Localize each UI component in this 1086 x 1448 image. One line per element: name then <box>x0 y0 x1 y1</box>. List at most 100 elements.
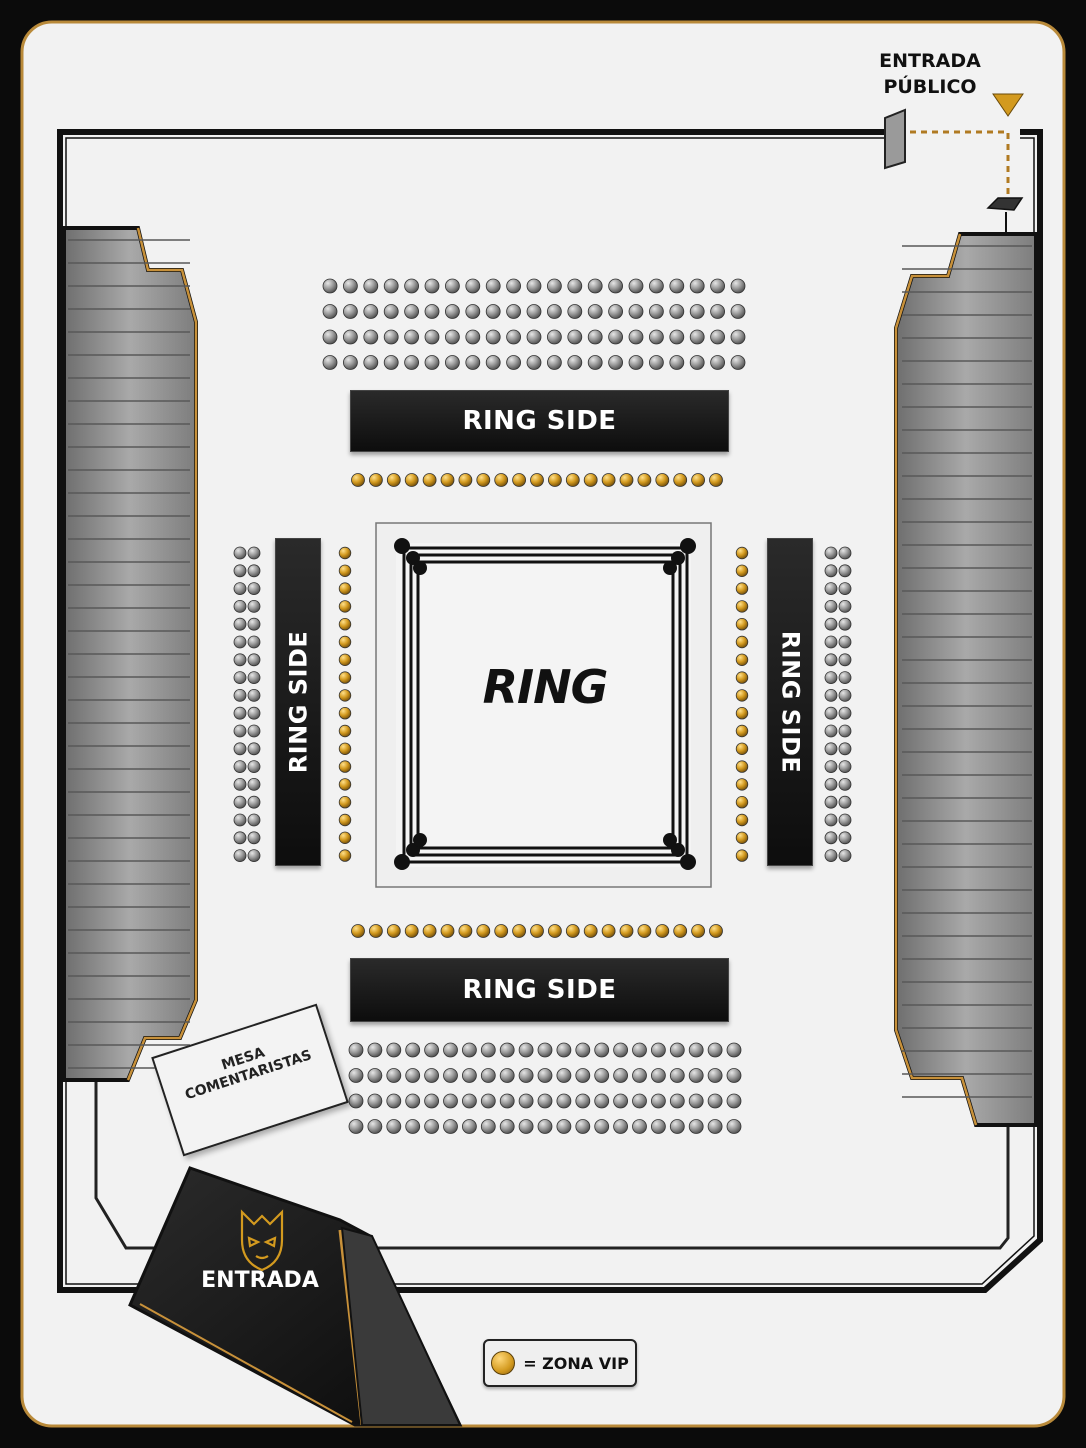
seat[interactable] <box>575 1042 591 1058</box>
seat[interactable] <box>575 1068 591 1083</box>
vip-seat[interactable] <box>565 473 580 487</box>
vip-seat[interactable] <box>458 473 473 487</box>
seat[interactable] <box>824 689 838 702</box>
seat[interactable] <box>689 355 705 370</box>
seat[interactable] <box>594 1093 610 1109</box>
vip-seat[interactable] <box>601 924 616 938</box>
seat[interactable] <box>547 355 562 370</box>
seat[interactable] <box>405 1093 421 1109</box>
seat[interactable] <box>367 1093 383 1109</box>
seat[interactable] <box>669 304 685 319</box>
vip-seat[interactable] <box>548 924 562 938</box>
seat[interactable] <box>628 355 644 370</box>
seat[interactable] <box>838 724 852 738</box>
vip-seat[interactable] <box>565 924 580 938</box>
vip-seat[interactable] <box>512 924 526 938</box>
vip-seat[interactable] <box>338 635 352 649</box>
seat[interactable] <box>575 1093 591 1109</box>
ring-side-top[interactable]: RING SIDE <box>350 390 729 452</box>
seat[interactable] <box>556 1093 572 1109</box>
seat[interactable] <box>710 304 725 319</box>
seat[interactable] <box>383 329 399 345</box>
vip-seat[interactable] <box>494 473 509 487</box>
seat[interactable] <box>537 1042 553 1058</box>
seat[interactable] <box>824 813 838 827</box>
vip-seat[interactable] <box>476 924 491 938</box>
seat[interactable] <box>233 813 247 827</box>
vip-seat[interactable] <box>338 831 352 845</box>
seat[interactable] <box>628 329 644 345</box>
vip-seat[interactable] <box>338 618 352 631</box>
seat[interactable] <box>444 278 460 294</box>
vip-seat[interactable] <box>709 924 723 938</box>
seat[interactable] <box>247 564 261 578</box>
vip-seat[interactable] <box>735 653 749 667</box>
seat[interactable] <box>824 600 838 613</box>
seat[interactable] <box>824 582 838 595</box>
vip-seat[interactable] <box>691 924 705 938</box>
vip-seat[interactable] <box>735 849 749 862</box>
seat[interactable] <box>386 1068 402 1083</box>
seat[interactable] <box>594 1042 610 1058</box>
seat[interactable] <box>649 329 664 345</box>
seat[interactable] <box>838 635 852 649</box>
seat[interactable] <box>363 278 379 294</box>
vip-seat[interactable] <box>655 473 670 487</box>
seat[interactable] <box>485 355 501 370</box>
seat[interactable] <box>461 1093 477 1109</box>
seat[interactable] <box>247 849 261 862</box>
seat[interactable] <box>556 1042 572 1058</box>
seat[interactable] <box>443 1042 458 1058</box>
vip-seat[interactable] <box>351 473 365 487</box>
seat[interactable] <box>613 1042 628 1058</box>
seat[interactable] <box>233 778 247 791</box>
seat[interactable] <box>233 635 247 649</box>
seat[interactable] <box>518 1119 534 1134</box>
seat[interactable] <box>838 831 852 845</box>
seat[interactable] <box>499 1042 515 1058</box>
seat[interactable] <box>342 278 358 294</box>
vip-seat[interactable] <box>368 473 383 487</box>
seat[interactable] <box>499 1093 515 1109</box>
seat[interactable] <box>443 1119 458 1134</box>
seat[interactable] <box>710 278 725 294</box>
seat[interactable] <box>688 1093 704 1109</box>
seat[interactable] <box>233 742 247 756</box>
seat[interactable] <box>499 1119 515 1134</box>
seat[interactable] <box>824 653 838 667</box>
seat[interactable] <box>537 1119 553 1134</box>
seat[interactable] <box>688 1042 704 1058</box>
seat[interactable] <box>363 304 379 319</box>
vip-seat[interactable] <box>735 724 749 738</box>
seat[interactable] <box>649 304 664 319</box>
seat[interactable] <box>233 760 247 773</box>
seat[interactable] <box>233 671 247 684</box>
vip-seat[interactable] <box>673 924 688 938</box>
seat[interactable] <box>707 1068 723 1083</box>
seat[interactable] <box>824 671 838 684</box>
vip-seat[interactable] <box>338 778 352 791</box>
seat[interactable] <box>506 355 521 370</box>
seat[interactable] <box>461 1068 477 1083</box>
seat[interactable] <box>707 1042 723 1058</box>
seat[interactable] <box>594 1119 610 1134</box>
vip-seat[interactable] <box>735 831 749 845</box>
seat[interactable] <box>247 831 261 845</box>
seat[interactable] <box>444 304 460 319</box>
seat[interactable] <box>688 1119 704 1134</box>
seat[interactable] <box>838 582 852 595</box>
vip-seat[interactable] <box>735 778 749 791</box>
seat[interactable] <box>424 329 440 345</box>
seat[interactable] <box>669 1119 685 1134</box>
vip-seat[interactable] <box>548 473 562 487</box>
seat[interactable] <box>726 1093 742 1109</box>
seat[interactable] <box>649 278 664 294</box>
seat[interactable] <box>669 1068 685 1083</box>
seat[interactable] <box>526 304 542 319</box>
ring-side-bottom[interactable]: RING SIDE <box>350 958 729 1022</box>
vip-seat[interactable] <box>735 671 749 684</box>
seat[interactable] <box>233 582 247 595</box>
seat[interactable] <box>632 1042 647 1058</box>
seat[interactable] <box>838 706 852 720</box>
seat[interactable] <box>247 617 261 631</box>
